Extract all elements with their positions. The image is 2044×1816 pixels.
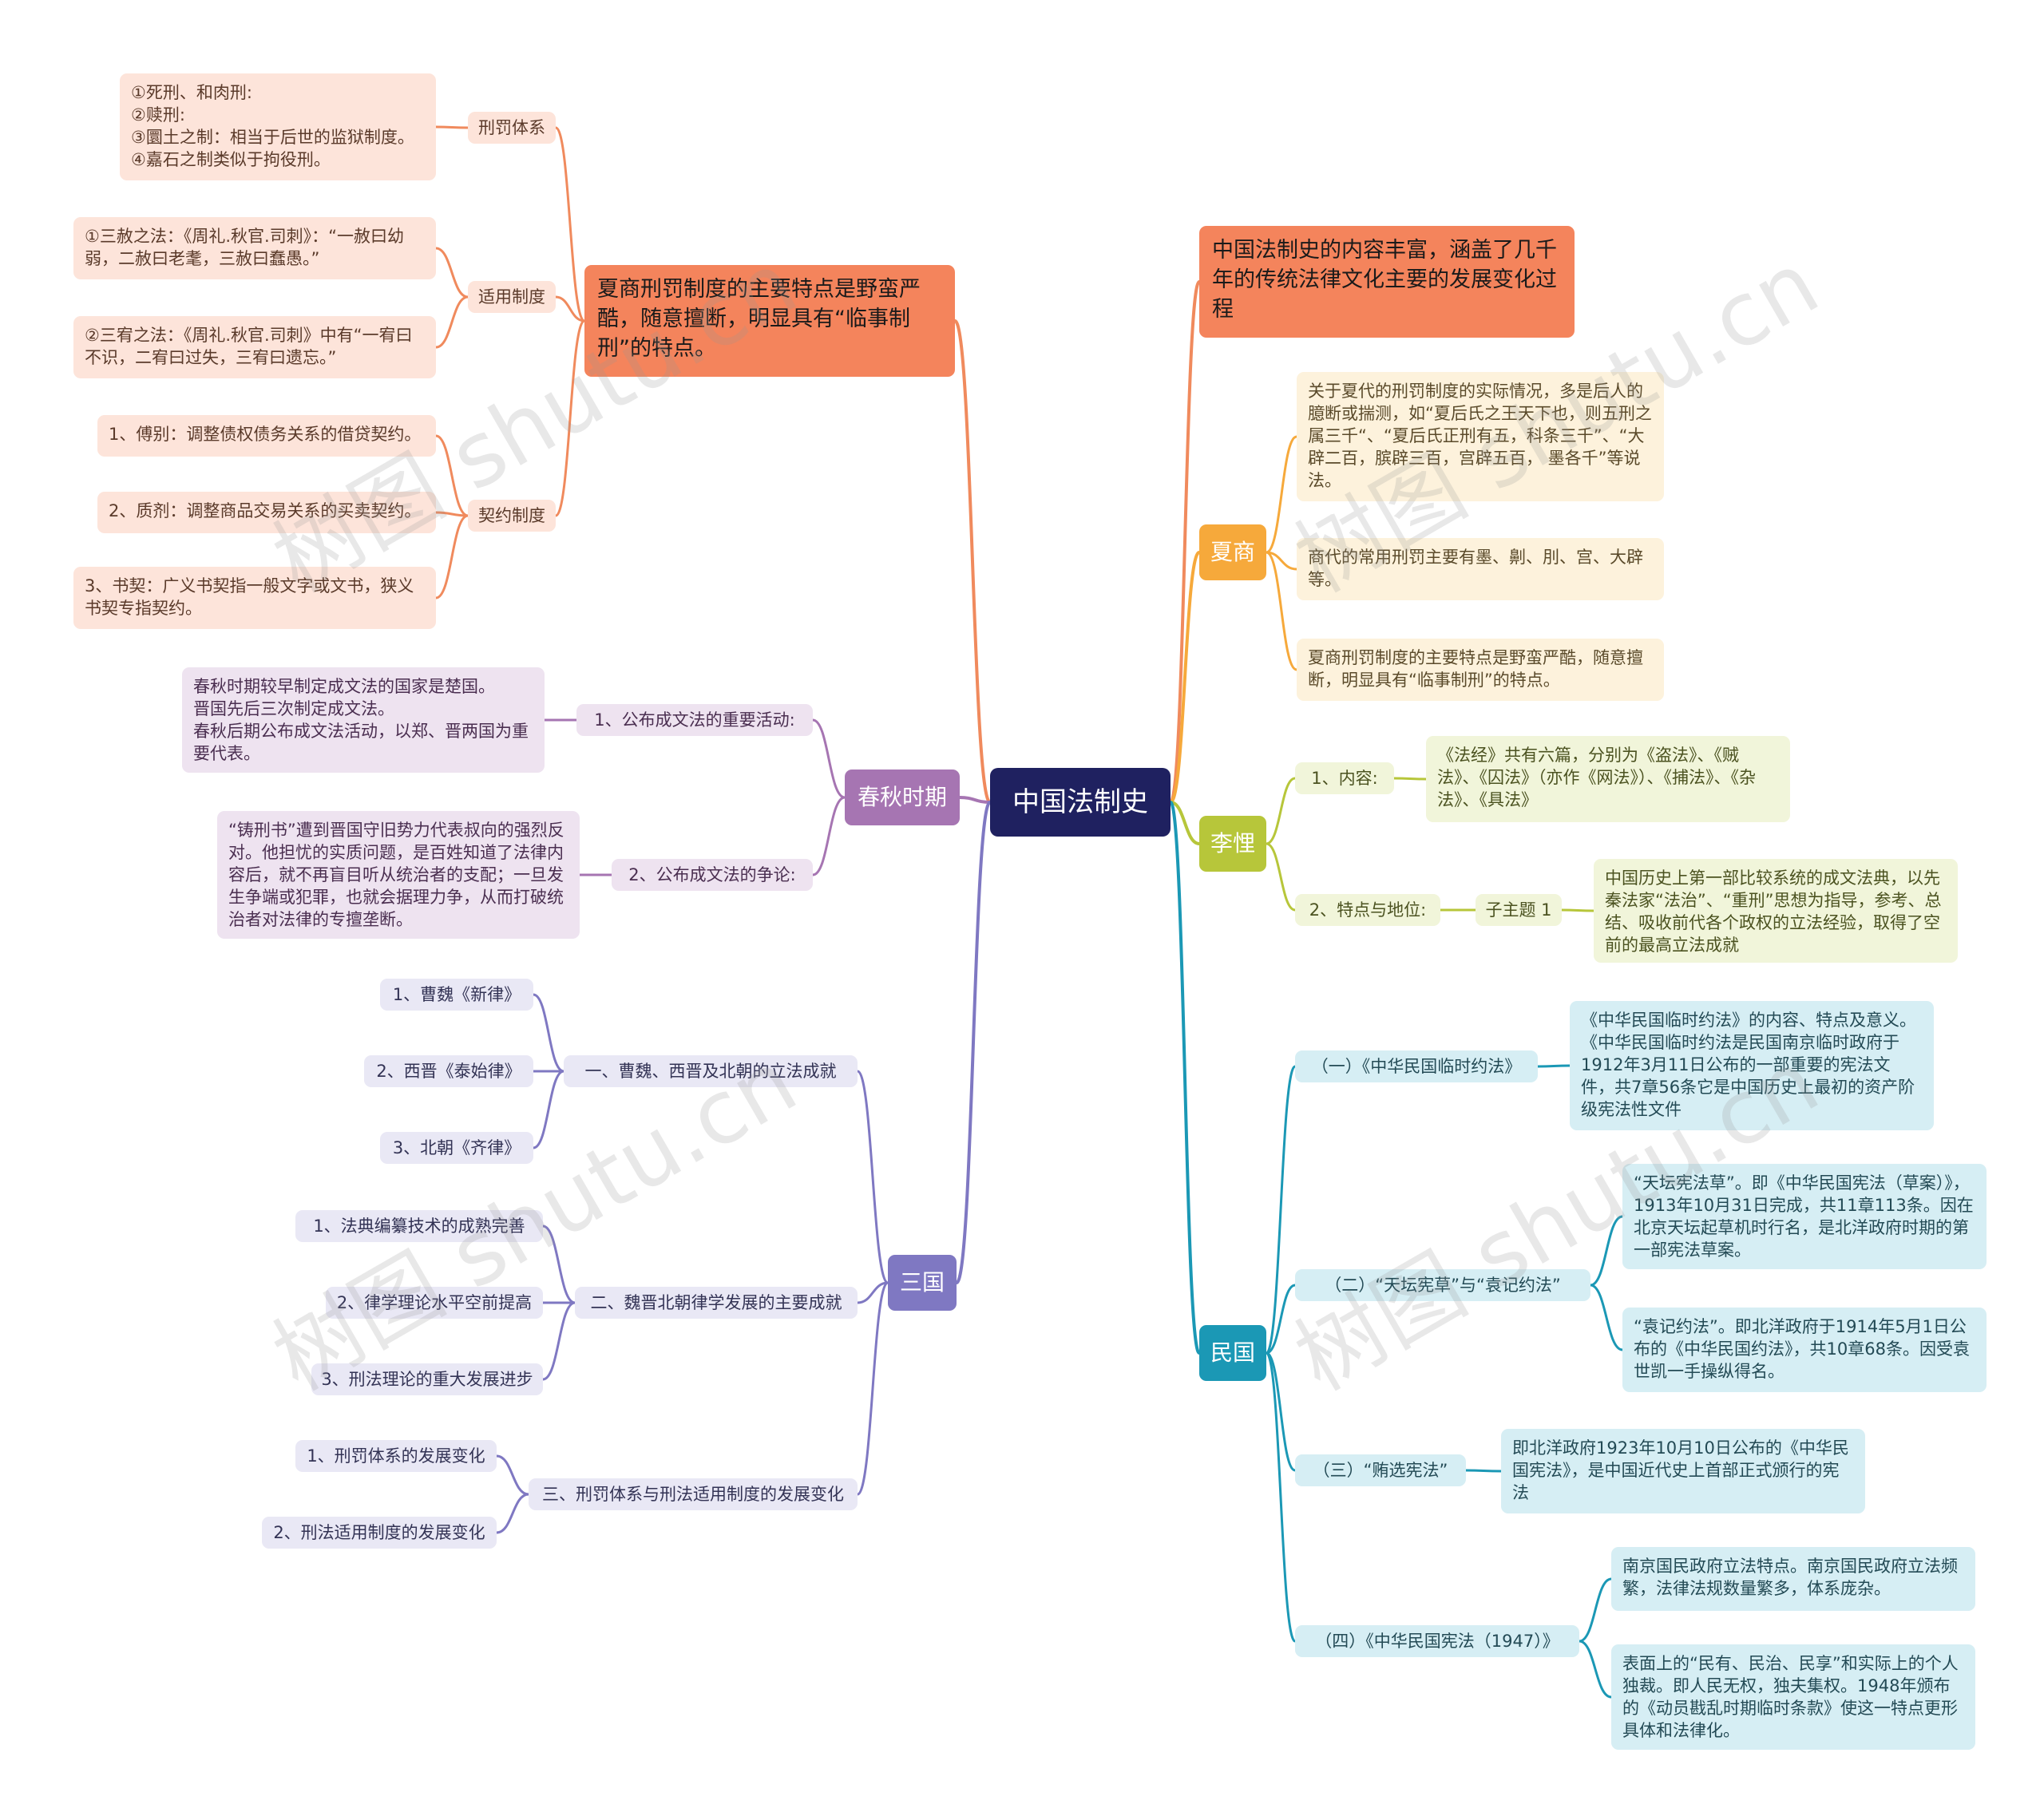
connector (1169, 280, 1201, 804)
shiyong-text-1[interactable]: ①三赦之法：《周礼.秋官.司刺》：“一赦曰幼弱，二赦曰老耄，三赦曰蠢愚。” (73, 217, 436, 279)
connector (856, 1281, 889, 1496)
connector (955, 801, 992, 1284)
connector (812, 718, 846, 799)
branch-minguo[interactable]: 民国 (1199, 1325, 1266, 1381)
sanguo-item-1-child-2[interactable]: 2、西晋《泰始律》 (364, 1055, 533, 1087)
connector (959, 796, 991, 804)
xiashang-text-3[interactable]: 夏商刑罚制度的主要特点是野蛮严酷，随意擅断，明显具有“临事制刑”的特点。 (1297, 639, 1664, 701)
likui-feature-text[interactable]: 中国历史上第一部比较系统的成文法典，以先秦法家“法治”、“重刑”思想为指导，参考… (1594, 859, 1958, 963)
qiyue-label[interactable]: 契约制度 (468, 500, 556, 532)
minguo-item-1-text[interactable]: 《中华民国临时约法》的内容、特点及意义。《中华民国临时约法是民国南京临时政府于1… (1570, 1001, 1934, 1130)
likui-content-text[interactable]: 《法经》共有六篇，分别为《盗法》、《贼法》、《囚法》（亦作《网法》）、《捕法》、… (1426, 736, 1790, 822)
branch-likui[interactable]: 李悝 (1199, 816, 1266, 872)
connector (1579, 1577, 1612, 1643)
connector (533, 993, 564, 1073)
connector (1266, 551, 1297, 671)
connector (554, 319, 586, 517)
intro-topic[interactable]: 中国法制史的内容丰富，涵盖了几千年的传统法律文化主要的发展变化过程 (1199, 226, 1575, 338)
connector (435, 434, 469, 517)
connector (435, 295, 469, 349)
connector (1169, 801, 1201, 1355)
connector (542, 1225, 576, 1304)
chunqiu-item-2-label[interactable]: 2、公布成文法的争论: (612, 859, 813, 891)
connector (1169, 551, 1201, 804)
sanguo-item-2-label[interactable]: 二、魏晋北朝律学发展的主要成就 (575, 1287, 858, 1319)
xingfa-label[interactable]: 刑罚体系 (468, 112, 556, 144)
connector (1590, 1284, 1623, 1351)
minguo-item-4-label[interactable]: （四）《中华民国宪法（1947）》 (1295, 1625, 1579, 1657)
sanguo-item-3-child-2[interactable]: 2、刑法适用制度的发展变化 (262, 1517, 497, 1549)
connector (1561, 908, 1594, 912)
connector (812, 796, 846, 876)
minguo-item-4-text-2[interactable]: 表面上的“民有、民治、民享”和实际上的个人独裁。即人民无权，独夫集权。1948年… (1611, 1644, 1975, 1750)
root-topic[interactable]: 中国法制史 (990, 768, 1171, 837)
sanguo-item-1-child-3[interactable]: 3、北朝《齐律》 (380, 1132, 533, 1164)
sanguo-item-3-child-1[interactable]: 1、刑罚体系的发展变化 (295, 1440, 497, 1472)
connector (435, 511, 469, 517)
connector (1265, 1065, 1297, 1355)
qiyue-text-1[interactable]: 1、傅别：调整债权债务关系的借贷契约。 (97, 415, 436, 457)
connector (542, 1301, 576, 1381)
likui-content-label[interactable]: 1、内容: (1295, 762, 1394, 794)
connector (953, 319, 992, 804)
likui-sub-label[interactable]: 子主题 1 (1476, 894, 1562, 926)
xiashang-main-topic[interactable]: 夏商刑罚制度的主要特点是野蛮严酷，随意擅断，明显具有“临事制刑”的特点。 (584, 265, 955, 377)
connector (435, 125, 469, 129)
xiashang-text-1[interactable]: 关于夏代的刑罚制度的实际情况，多是后人的臆断或揣测，如“夏后氏之王天下也，则五刑… (1297, 372, 1664, 501)
connector (435, 247, 469, 299)
chunqiu-item-1-label[interactable]: 1、公布成文法的重要活动: (576, 704, 813, 736)
connector (1170, 801, 1200, 845)
connector (1266, 1284, 1296, 1355)
xingfa-text[interactable]: ①死刑、和肉刑: ②赎刑: ③圜土之制：相当于后世的监狱制度。 ④嘉石之制类似于… (120, 73, 436, 180)
connector (533, 1070, 564, 1149)
minguo-item-2-text-1[interactable]: “天坛宪法草”。即《中华民国宪法（草案）》，1913年10月31日完成，共11章… (1622, 1164, 1987, 1269)
sanguo-item-1-label[interactable]: 一、曹魏、西晋及北朝的立法成就 (564, 1055, 858, 1087)
connector (1265, 1351, 1297, 1643)
connector (435, 514, 469, 599)
sanguo-item-3-label[interactable]: 三、刑罚体系与刑法适用制度的发展变化 (529, 1478, 858, 1510)
connector (555, 295, 585, 322)
connector (857, 1281, 889, 1304)
minguo-item-2-text-2[interactable]: “袁记约法”。即北洋政府于1914年5月1日公布的《中华民国约法》，共10章68… (1622, 1308, 1987, 1392)
sanguo-item-2-child-1[interactable]: 1、法典编纂技术的成熟完善 (295, 1210, 543, 1242)
connector (1393, 777, 1427, 781)
connector (1465, 1469, 1502, 1473)
sanguo-item-1-child-1[interactable]: 1、曹魏《新律》 (380, 979, 533, 1011)
shiyong-label[interactable]: 适用制度 (468, 281, 556, 313)
minguo-item-3-label[interactable]: （三）“贿选宪法” (1295, 1454, 1466, 1486)
branch-chunqiu[interactable]: 春秋时期 (845, 770, 960, 825)
connector (1266, 777, 1296, 845)
connector (554, 126, 586, 322)
qiyue-text-3[interactable]: 3、书契：广义书契指一般文字或文书，狭义书契专指契约。 (73, 567, 436, 629)
connector (856, 1070, 889, 1284)
connector (1266, 842, 1296, 912)
chunqiu-item-2-text[interactable]: “铸刑书”遭到晋国守旧势力代表叔向的强烈反对。他担忧的实质问题，是百姓知道了法律… (217, 811, 580, 939)
connector (1266, 1351, 1296, 1472)
connector (1579, 1640, 1612, 1699)
likui-feature-label[interactable]: 2、特点与地位: (1295, 894, 1440, 926)
connector (496, 1454, 529, 1496)
sanguo-item-2-child-3[interactable]: 3、刑法理论的重大发展进步 (311, 1363, 543, 1395)
minguo-item-1-label[interactable]: （一）《中华民国临时约法》 (1295, 1050, 1538, 1082)
xiashang-text-2[interactable]: 商代的常用刑罚主要有墨、劓、刖、宫、大辟等。 (1297, 538, 1664, 600)
connector (496, 1493, 529, 1534)
sanguo-item-2-child-2[interactable]: 2、律学理论水平空前提高 (326, 1287, 543, 1319)
branch-sanguo[interactable]: 三国 (888, 1255, 957, 1311)
minguo-item-4-text-1[interactable]: 南京国民政府立法特点。南京国民政府立法频繁，法律法规数量繁多，体系庞杂。 (1611, 1547, 1975, 1611)
minguo-item-2-label[interactable]: （二）“天坛宪草”与“袁记约法” (1295, 1269, 1590, 1301)
qiyue-text-2[interactable]: 2、质剂：调整商品交易关系的买卖契约。 (97, 492, 436, 533)
chunqiu-item-1-text[interactable]: 春秋时期较早制定成文法的国家是楚国。 晋国先后三次制定成文法。 春秋后期公布成文… (182, 667, 545, 773)
connector (1266, 435, 1297, 554)
connector (1590, 1215, 1623, 1287)
branch-xiashang[interactable]: 夏商 (1199, 524, 1266, 580)
minguo-item-3-text[interactable]: 即北洋政府1923年10月10日公布的《中华民国宪法》，是中国近代史上首部正式颁… (1501, 1429, 1865, 1513)
shiyong-text-2[interactable]: ②三宥之法：《周礼.秋官.司刺》中有“一宥曰不识，二宥曰过失，三宥曰遗忘。” (73, 316, 436, 378)
